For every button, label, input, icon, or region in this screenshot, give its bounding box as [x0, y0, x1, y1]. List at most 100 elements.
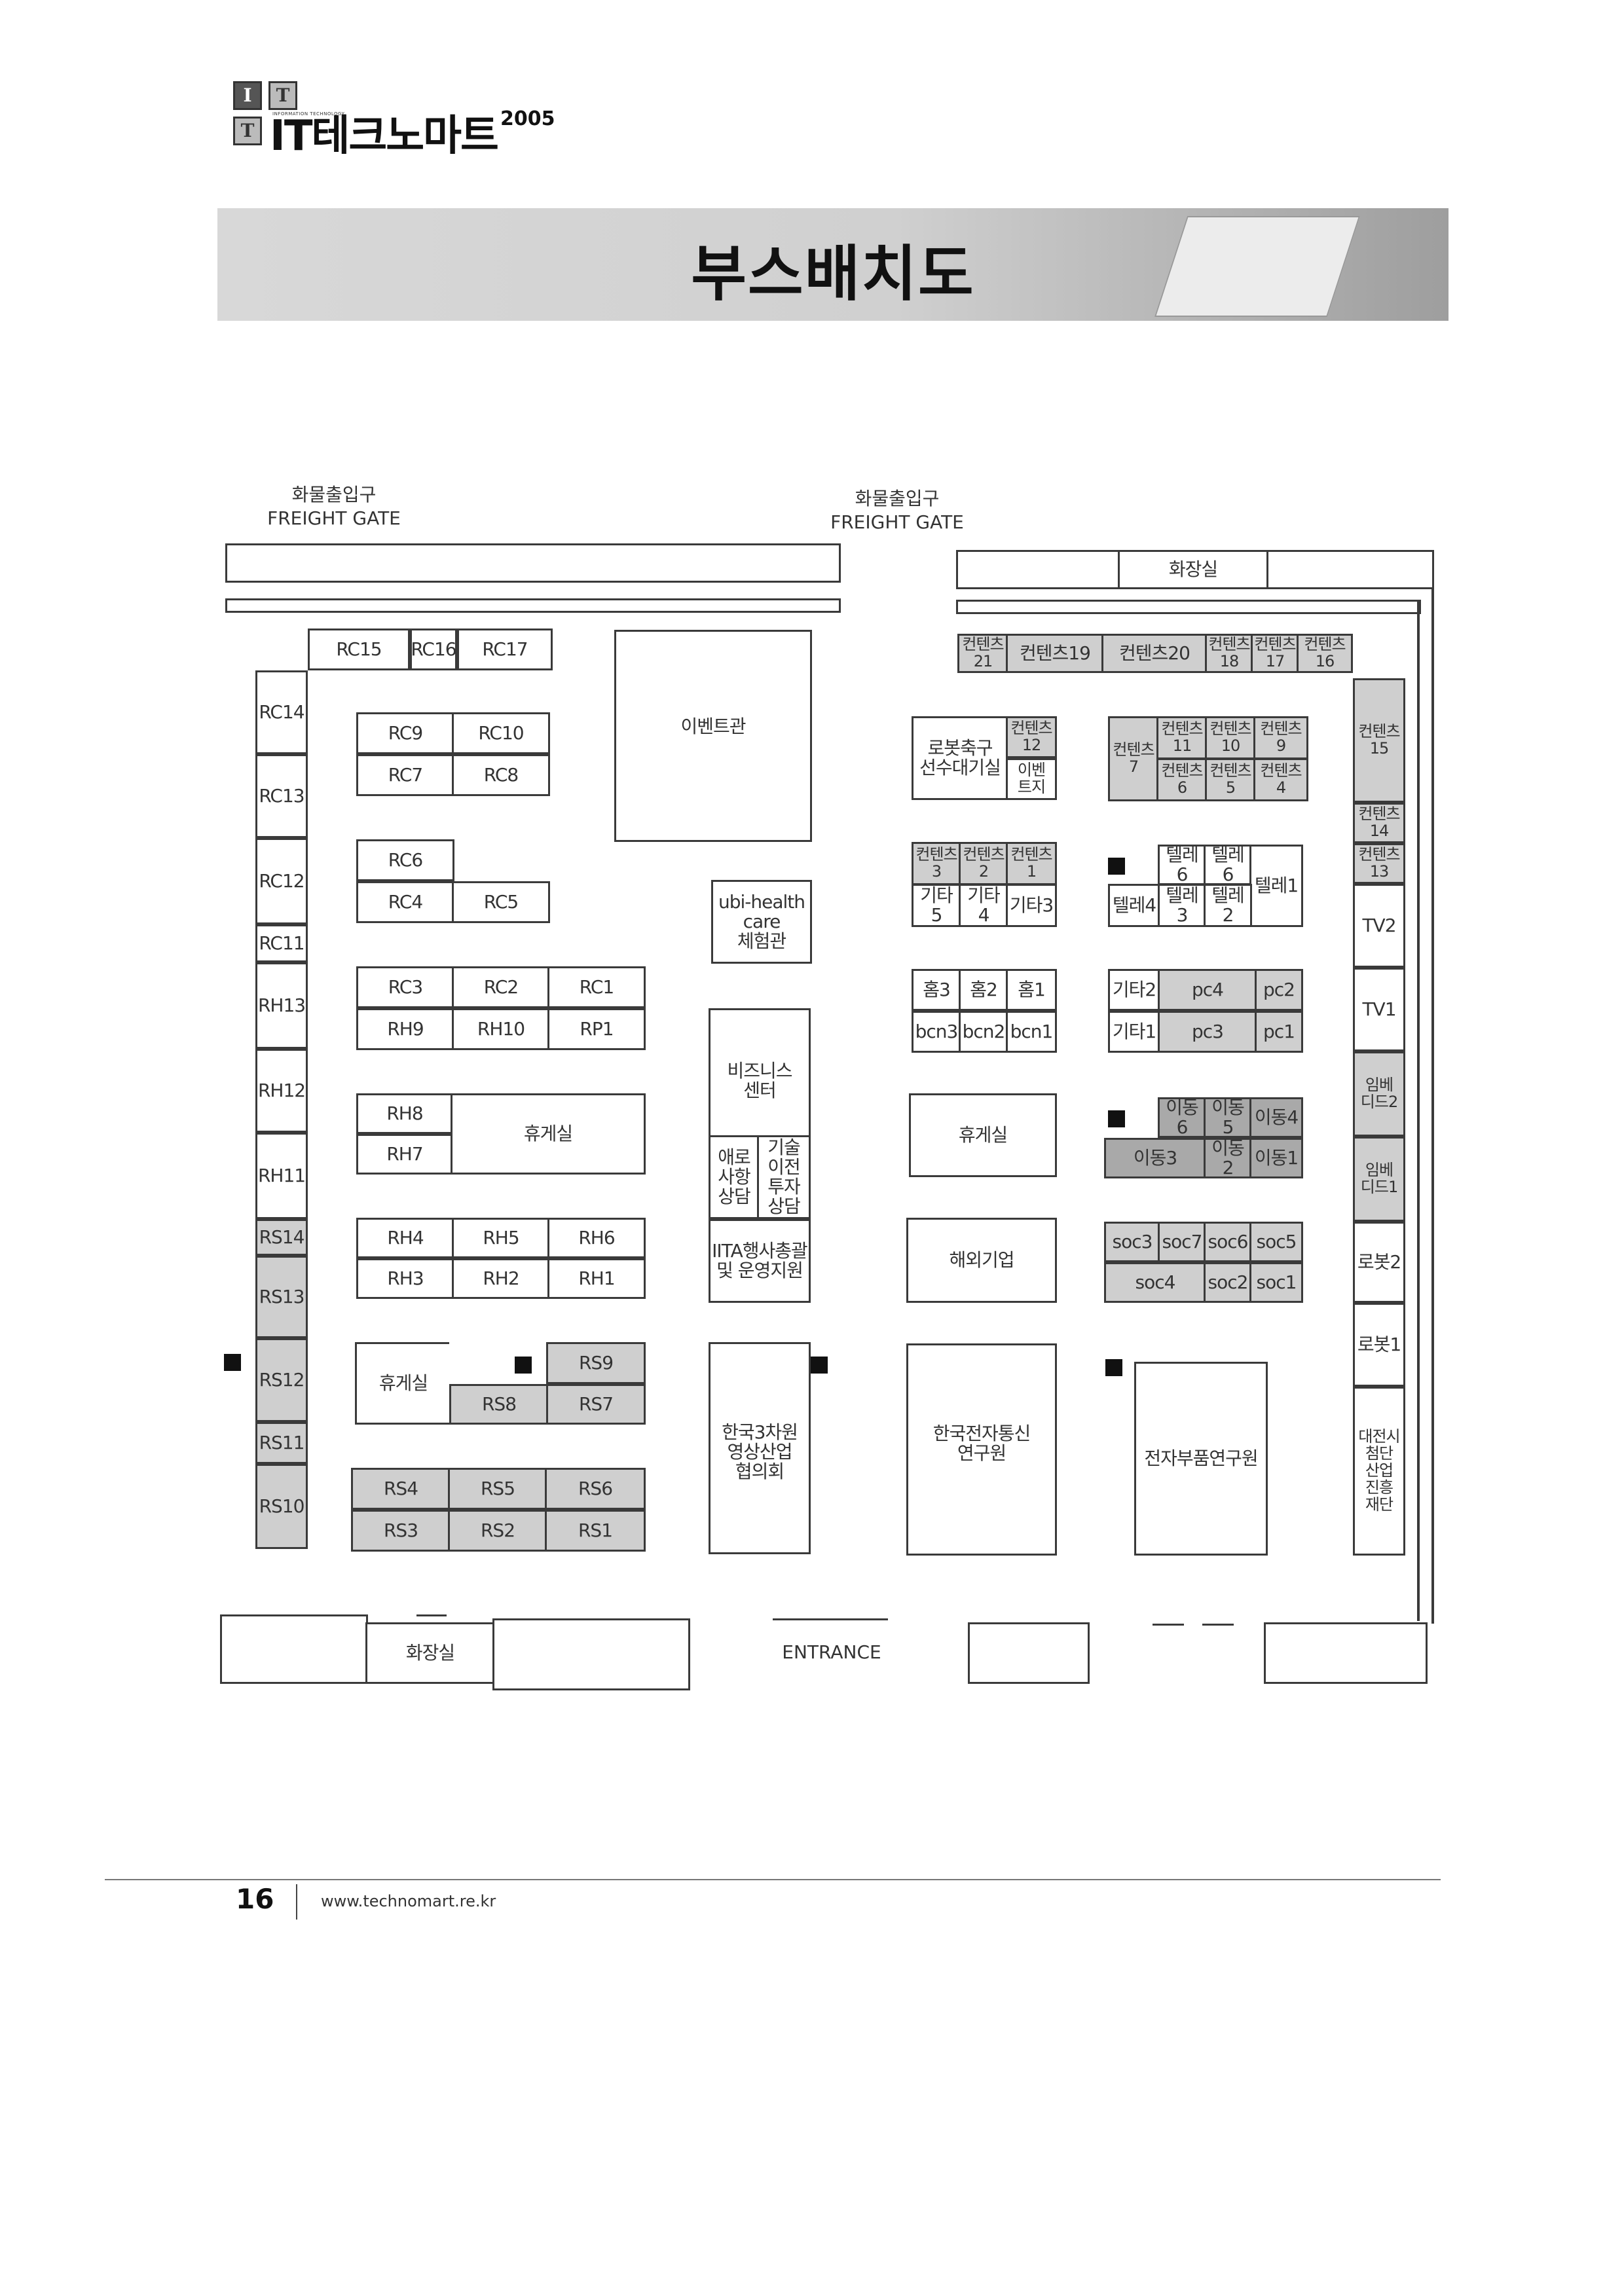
booth-tv1: TV1 [1353, 968, 1405, 1051]
wall-top-left-strip [225, 598, 841, 613]
booth-mobile-1: 이동1 [1249, 1138, 1303, 1178]
overseas-companies: 해외기업 [906, 1218, 1057, 1303]
booth-rc5: RC5 [452, 881, 550, 923]
booth-rs10: RS10 [255, 1464, 308, 1549]
booth-contents-16: 컨텐츠 16 [1297, 634, 1353, 673]
booth-soc5: soc5 [1249, 1222, 1303, 1262]
booth-contents-5: 컨텐츠 5 [1205, 758, 1256, 801]
booth-rh4: RH4 [356, 1218, 454, 1258]
title-banner: 부스배치도 [217, 208, 1449, 321]
booth-rs4: RS4 [351, 1468, 451, 1510]
booth-rc15: RC15 [308, 629, 410, 670]
event-stage: 이벤 트지 [1006, 758, 1057, 800]
logo-tile-t: T [268, 81, 297, 110]
marker-square [1108, 1110, 1125, 1127]
booth-rs9-space [449, 1342, 549, 1384]
booth-rp1: RP1 [547, 1008, 646, 1050]
booth-bcn-2: bcn2 [959, 1011, 1008, 1053]
footer-separator [296, 1884, 297, 1920]
wall-bottom-right-b [1264, 1622, 1428, 1684]
booth-rc16: RC16 [410, 629, 457, 670]
booth-tele-6: 텔레6 [1158, 845, 1206, 885]
booth-tele-3: 텔레3 [1158, 884, 1206, 927]
booth-contents-17: 컨텐츠 17 [1251, 634, 1299, 673]
logo-year: 2005 [500, 107, 555, 130]
booth-rs14: RS14 [255, 1219, 308, 1256]
booth-rh3: RH3 [356, 1258, 454, 1299]
booth-rs5: RS5 [448, 1468, 547, 1510]
marker-square [224, 1354, 241, 1371]
event-hall: 이벤트관 [614, 630, 812, 842]
consult-tech: 기술 이전 투자 상담 [757, 1135, 811, 1219]
lounge-left-lower: 휴게실 [355, 1342, 452, 1425]
booth-rc17: RC17 [457, 629, 553, 670]
marker-square [811, 1357, 828, 1374]
wall-bottom-left-a [220, 1614, 368, 1684]
wall-top-right-strip [956, 600, 1421, 614]
wall-right-outer [1431, 589, 1434, 1624]
booth-mobile-5: 이동5 [1204, 1097, 1252, 1138]
booth-rc13: RC13 [255, 754, 308, 838]
booth-rh10: RH10 [452, 1008, 550, 1050]
booth-soc2: soc2 [1204, 1262, 1252, 1303]
logo-tile-i: I [233, 81, 262, 110]
booth-rs13: RS13 [255, 1256, 308, 1338]
booth-rc9: RC9 [356, 712, 454, 754]
booth-rh2: RH2 [452, 1258, 550, 1299]
booth-rc2: RC2 [452, 966, 550, 1008]
booth-contents-2: 컨텐츠 2 [959, 842, 1008, 885]
robot-soccer-lounge: 로봇축구 선수대기실 [912, 716, 1008, 800]
booth-etc-5: 기타5 [912, 884, 961, 927]
booth-rc6: RC6 [356, 839, 454, 881]
booth-tele-6b: 텔레6 [1204, 845, 1252, 885]
booth-rs1: RS1 [545, 1510, 646, 1552]
booth-rc8: RC8 [452, 754, 550, 796]
footer-rule [105, 1879, 1441, 1880]
booth-rc12: RC12 [255, 838, 308, 924]
booth-rh6: RH6 [547, 1218, 646, 1258]
booth-mobile-6: 이동6 [1158, 1097, 1206, 1138]
booth-rh8: RH8 [356, 1093, 453, 1134]
booth-embedded-1: 임베 디드1 [1353, 1137, 1405, 1222]
entrance-line [773, 1618, 888, 1620]
booth-rs3: RS3 [351, 1510, 451, 1552]
freight-gate-right-ko: 화물출입구 [855, 488, 940, 509]
marker-square [1105, 1359, 1122, 1376]
booth-robot-2: 로봇2 [1353, 1222, 1405, 1303]
etri-hall: 한국전자통신 연구원 [906, 1343, 1057, 1556]
booth-rs2: RS2 [448, 1510, 547, 1552]
booth-rh12: RH12 [255, 1049, 308, 1133]
booth-rc3: RC3 [356, 966, 454, 1008]
booth-contents-20: 컨텐츠20 [1101, 634, 1208, 673]
booth-contents-6: 컨텐츠 6 [1156, 758, 1208, 801]
page-number: 16 [236, 1883, 274, 1915]
entrance-label: ENTRANCE [782, 1641, 881, 1663]
business-center: 비즈니스 센터 [709, 1008, 811, 1138]
marker-square [1108, 858, 1125, 875]
logo-subtitle: INFORMATION TECHNOLOGY [272, 111, 345, 117]
daejeon-promotion-foundation: 대전시 첨단 산업 진흥 재단 [1353, 1387, 1405, 1556]
booth-mobile-3: 이동3 [1104, 1138, 1206, 1178]
booth-rh11: RH11 [255, 1133, 308, 1219]
restroom-top: 화장실 [1118, 550, 1268, 589]
booth-rc14: RC14 [255, 670, 308, 754]
booth-rh7: RH7 [356, 1134, 453, 1175]
booth-tele-4: 텔레4 [1108, 884, 1160, 927]
booth-home-1: 홈1 [1006, 969, 1057, 1011]
footer-url[interactable]: www.technomart.re.kr [321, 1892, 496, 1910]
booth-rs7: RS7 [546, 1384, 646, 1425]
booth-pc4: pc4 [1158, 969, 1257, 1011]
wall-top-left [225, 543, 841, 583]
booth-bcn-3: bcn3 [912, 1011, 961, 1053]
wall-bottom-right-a [968, 1622, 1090, 1684]
kor3d-association: 한국3차원 영상산업 협의회 [709, 1342, 811, 1554]
logo: I T T INFORMATION TECHNOLOGY IT테크노마트 200… [233, 81, 561, 173]
door-mark-right-b [1202, 1624, 1234, 1626]
booth-embedded-2: 임베 디드2 [1353, 1051, 1405, 1137]
page-title: 부스배치도 [691, 239, 975, 309]
booth-contents-18: 컨텐츠 18 [1205, 634, 1253, 673]
booth-soc7: soc7 [1158, 1222, 1206, 1262]
booth-rh1: RH1 [547, 1258, 646, 1299]
booth-contents-7: 컨텐츠 7 [1108, 716, 1159, 801]
